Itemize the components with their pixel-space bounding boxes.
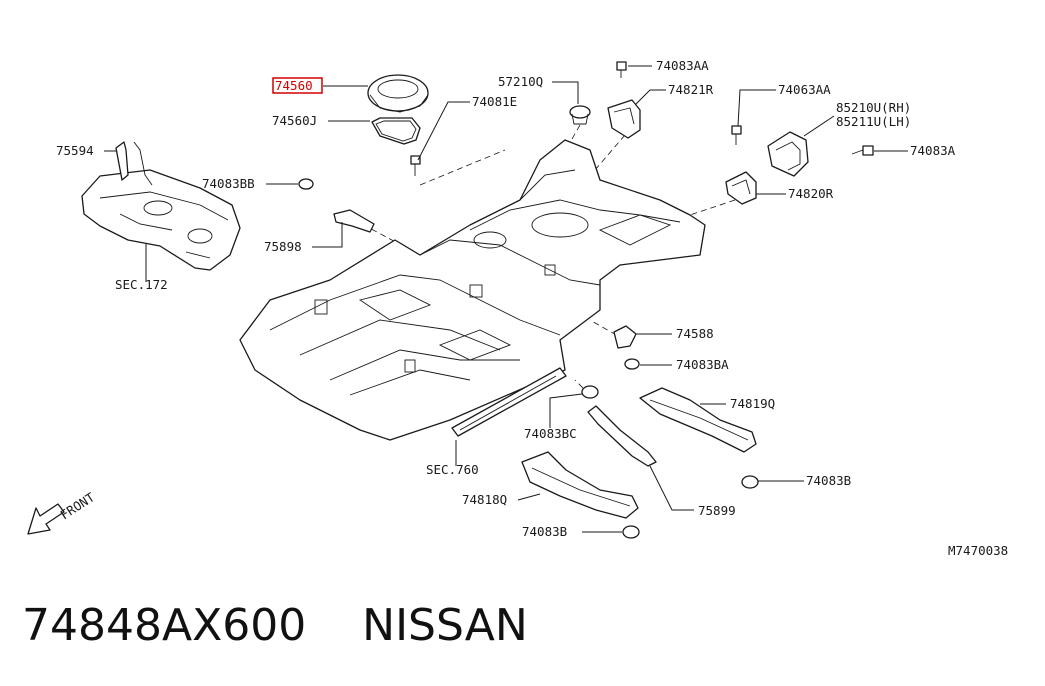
- seal-74560j: [371, 117, 421, 145]
- highlight-box: [272, 77, 323, 94]
- diagram-code: M7470038: [948, 543, 1008, 558]
- callout-74819q: 74819Q: [730, 396, 775, 411]
- callout-57210q: 57210Q: [498, 74, 543, 89]
- nut-74083ba: [624, 358, 640, 370]
- bolt-74083aa-top: [616, 61, 627, 78]
- callout-74083aa-top: 74083AA: [656, 58, 709, 73]
- callout-74083b-right: 74083B: [806, 473, 851, 488]
- callout-85211u: 85211U(LH): [836, 114, 911, 129]
- callout-74083bb: 74083BB: [202, 176, 255, 191]
- nut-74083b-bottom: [622, 525, 640, 539]
- bolt-74081e: [410, 155, 421, 176]
- callout-74821r: 74821R: [668, 82, 714, 97]
- front-arrow: FRONT: [27, 489, 98, 535]
- callout-74083bc: 74083BC: [524, 426, 577, 441]
- callout-74820r: 74820R: [788, 186, 834, 201]
- callout-75899: 75899: [698, 503, 736, 518]
- member-85210u: [767, 131, 809, 177]
- bracket-74821r: [607, 99, 641, 139]
- reinforcement-74819q: [639, 387, 757, 453]
- floor-panel: [239, 139, 706, 441]
- bracket-74820r: [725, 171, 757, 205]
- callout-75594: 75594: [56, 143, 94, 158]
- callout-75898: 75898: [264, 239, 302, 254]
- bracket-75899: [587, 405, 657, 467]
- callout-74588: 74588: [676, 326, 714, 341]
- bracket-74588: [613, 325, 637, 349]
- callout-74818q: 74818Q: [462, 492, 507, 507]
- front-label: FRONT: [57, 489, 97, 522]
- bolt-74083a: [851, 145, 874, 156]
- bolt-74063aa: [731, 125, 742, 145]
- filler-tube: [115, 141, 153, 186]
- nut-74083bc: [581, 385, 599, 399]
- callout-74083b-bottom: 74083B: [522, 524, 567, 539]
- nut-74083b-right: [741, 475, 759, 489]
- callout-74560j: 74560J: [272, 113, 317, 128]
- brand-name: NISSAN: [362, 600, 528, 651]
- callout-74083ba: 74083BA: [676, 357, 729, 372]
- callout-85210u: 85210U(RH): [836, 100, 911, 115]
- cover-74560: [367, 74, 429, 113]
- callout-74083a: 74083A: [910, 143, 956, 158]
- part-number: 74848AX600: [22, 600, 307, 651]
- callout-74063aa: 74063AA: [778, 82, 831, 97]
- caption: 74848AX600 NISSAN: [22, 600, 528, 651]
- callout-74081e: 74081E: [472, 94, 517, 109]
- plug-57210q: [569, 105, 591, 125]
- reinforcement-74818q: [521, 451, 639, 519]
- callout-sec172: SEC.172: [115, 277, 168, 292]
- callout-labels: 74560 74560J 75594 74083BB 75898 SEC.172…: [56, 58, 956, 539]
- callout-sec760: SEC.760: [426, 462, 479, 477]
- side-sill: [451, 367, 567, 437]
- callout-74560: 74560: [275, 78, 313, 93]
- nut-74083bb: [298, 178, 314, 190]
- leader-lines: [104, 65, 908, 533]
- fuel-tank: [81, 169, 241, 271]
- bracket-75898: [333, 209, 375, 233]
